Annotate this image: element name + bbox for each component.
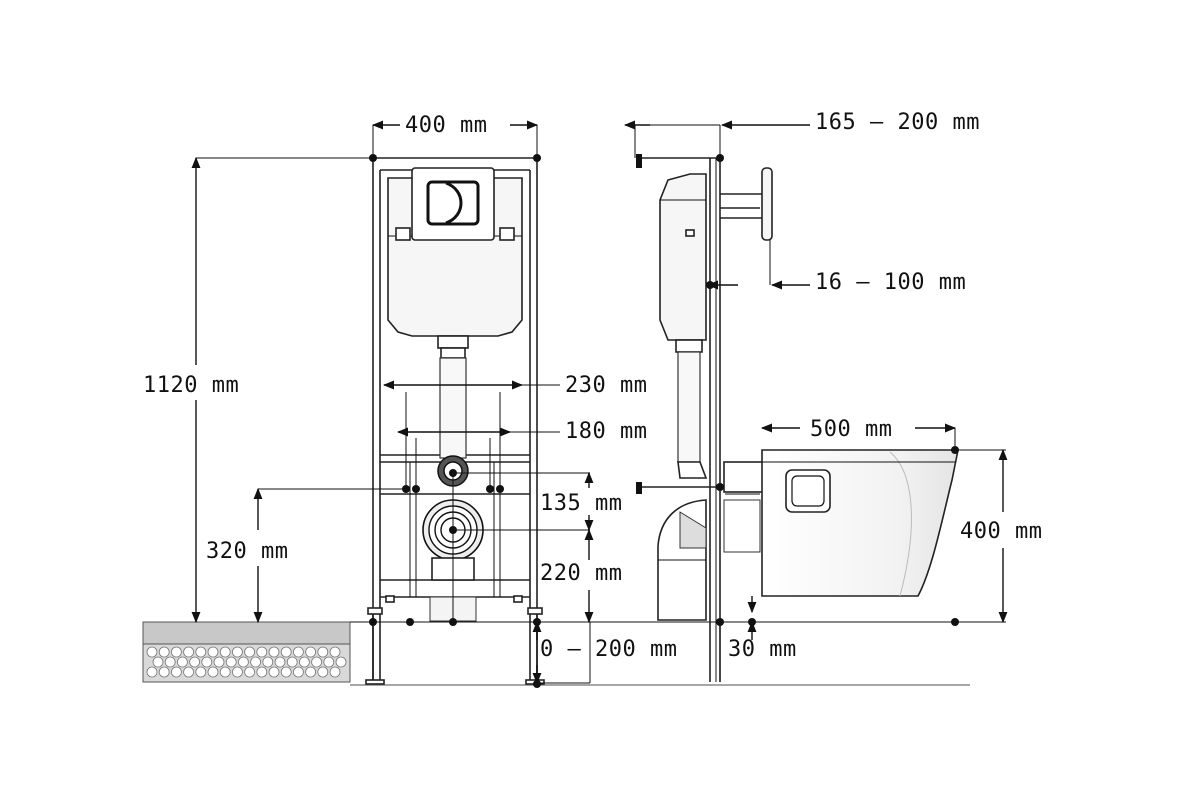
floor-circle: [146, 646, 158, 658]
dim-16-100: 16 – 100 mm: [815, 270, 966, 295]
floor-circle: [286, 656, 298, 668]
floor-circle: [183, 666, 195, 678]
floor-circle: [201, 656, 213, 668]
dim-135: 135 mm: [540, 491, 622, 516]
dim-320: 320 mm: [206, 539, 288, 564]
dim-165-200: 165 – 200 mm: [815, 110, 980, 135]
floor-circle: [268, 646, 280, 658]
floor-circle: [244, 666, 256, 678]
floor-circle: [158, 666, 170, 678]
floor-circle: [244, 646, 256, 658]
dimension-points: [369, 154, 959, 688]
floor-circle: [298, 656, 310, 668]
floor-circle: [305, 646, 317, 658]
floor-circle: [280, 666, 292, 678]
floor-circle: [323, 656, 335, 668]
floor-circle: [170, 666, 182, 678]
floor-circle: [317, 646, 329, 658]
floor-circle: [158, 646, 170, 658]
floor-circle: [262, 656, 274, 668]
floor-circle: [195, 646, 207, 658]
floor-circle: [292, 646, 304, 658]
dim-0-200: 0 – 200 mm: [540, 637, 677, 662]
dim-1120: 1120 mm: [143, 373, 239, 398]
floor-circle: [256, 646, 268, 658]
dim-30: 30 mm: [728, 637, 797, 662]
floor-circle: [317, 666, 329, 678]
floor-circle: [170, 646, 182, 658]
floor-circle: [219, 666, 231, 678]
floor-circle: [164, 656, 176, 668]
floor-circle: [329, 666, 341, 678]
floor-circle: [250, 656, 262, 668]
dim-400-right: 400 mm: [960, 519, 1042, 544]
floor-circle: [189, 656, 201, 668]
floor-circle: [268, 666, 280, 678]
dim-400-top: 400 mm: [405, 113, 487, 138]
floor-circle: [176, 656, 188, 668]
floor-circle: [219, 646, 231, 658]
floor-circle: [207, 666, 219, 678]
floor-circle: [231, 666, 243, 678]
dim-500: 500 mm: [810, 417, 892, 442]
floor-circle: [152, 656, 164, 668]
toilet-bowl: [761, 449, 959, 597]
floor-circle: [213, 656, 225, 668]
dim-180: 180 mm: [565, 419, 647, 444]
floor-circle: [225, 656, 237, 668]
floor-circle: [237, 656, 249, 668]
floor-circle: [183, 646, 195, 658]
floor-circle: [207, 646, 219, 658]
side-dimensions: [623, 120, 1008, 682]
floor-block: [142, 621, 970, 686]
side-frame: [636, 154, 773, 682]
dim-230: 230 mm: [565, 373, 647, 398]
floor-circle: [231, 646, 243, 658]
dim-220: 220 mm: [540, 561, 622, 586]
floor-circle: [292, 666, 304, 678]
floor-circle: [311, 656, 323, 668]
front-dimensions: [191, 120, 970, 685]
floor-circle: [280, 646, 292, 658]
floor-circle: [195, 666, 207, 678]
floor-circle: [146, 666, 158, 678]
floor-circle: [329, 646, 341, 658]
floor-circle: [274, 656, 286, 668]
floor-circle: [305, 666, 317, 678]
floor-circle: [335, 656, 347, 668]
floor-circle: [256, 666, 268, 678]
